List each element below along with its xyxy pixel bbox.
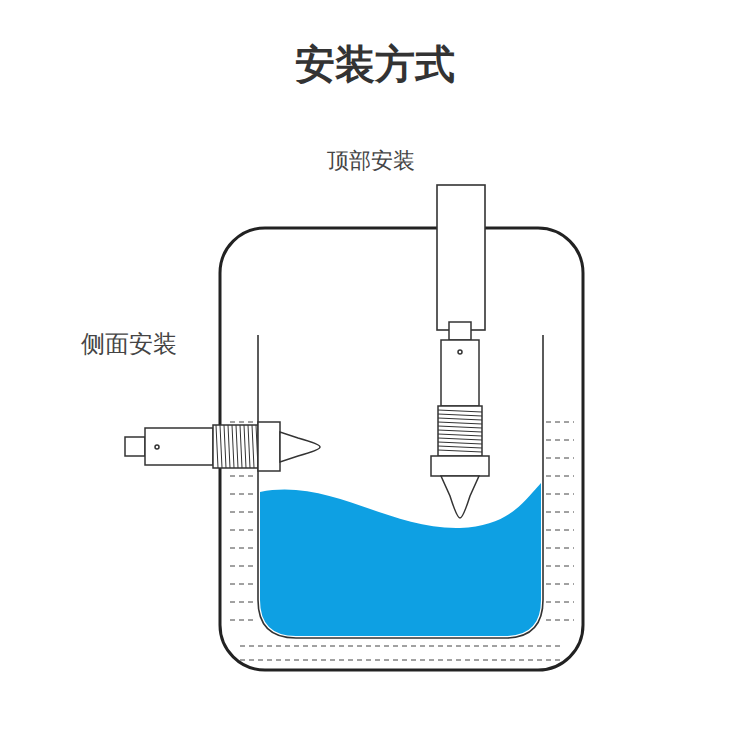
mounting-pipe — [437, 185, 485, 330]
dashed-level-lines — [230, 422, 574, 660]
title: 安装方式 — [295, 37, 455, 92]
top-sensor — [431, 322, 489, 518]
install-label: 侧面安装 — [81, 328, 177, 360]
side-sensor — [125, 422, 320, 471]
liquid — [260, 483, 541, 636]
install-label: 顶部安装 — [327, 146, 415, 176]
inner-wall — [258, 335, 543, 638]
tank-outline — [220, 228, 583, 670]
